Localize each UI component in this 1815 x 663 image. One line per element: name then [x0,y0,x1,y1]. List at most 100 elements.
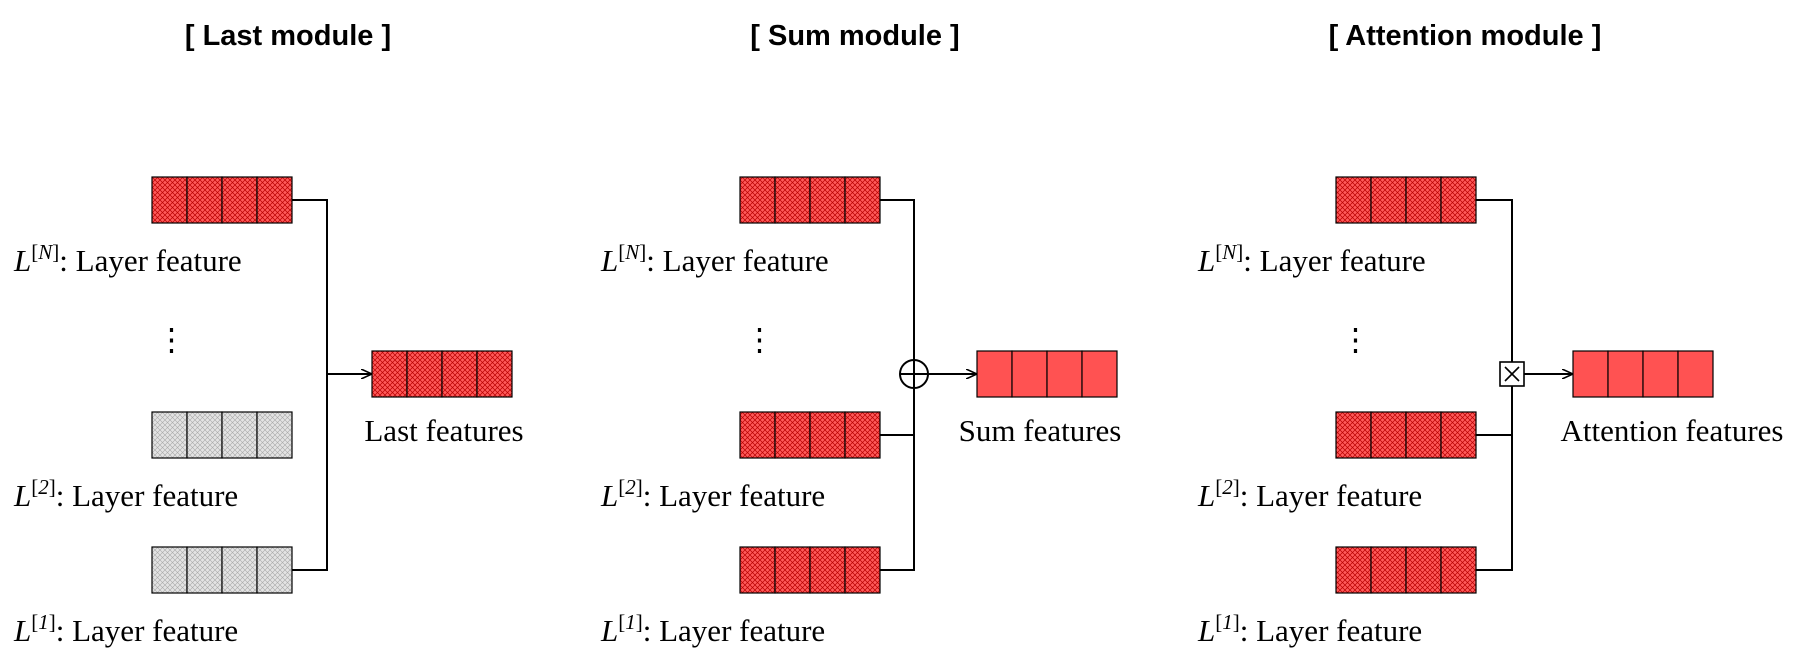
vector-cell [809,411,846,459]
layer-index-value: N [37,240,53,264]
vector-cell [406,350,443,398]
ellipsis: ⋮ [1340,322,1371,357]
layer-feature-vector-N [739,176,881,224]
vector-cell [844,411,881,459]
vector-cell [844,176,881,224]
vector-cell [256,176,293,224]
bracket-open: [ [618,610,625,634]
vector-cell [1370,176,1407,224]
layer-caption: : Layer feature [1240,613,1422,648]
vector-cell [371,350,408,398]
layer-index: [1] [31,610,56,634]
output-label: Sum features [959,413,1122,448]
vector-cell [186,546,223,594]
layer-index: [2] [1215,475,1240,499]
vector-cell [1440,176,1477,224]
vector-cell [1405,411,1442,459]
layer-caption: : Layer feature [56,613,238,648]
bracket-close: ] [636,475,643,499]
vector-cell [1440,411,1477,459]
vector-cell [221,176,258,224]
vector-cell [774,546,811,594]
module-title: [ Last module ] [185,20,391,52]
layer-caption: : Layer feature [643,478,825,513]
output-feature-vector [1572,350,1714,398]
layer-index-value: 1 [38,610,49,634]
layer-index: [N] [1215,240,1243,264]
bracket-close: ] [639,240,646,264]
layer-label-N: L[N]: Layer feature [1197,240,1426,278]
bracket-open: [ [618,475,625,499]
vector-cell [809,546,846,594]
layer-symbol: L [600,613,618,648]
layer-caption: : Layer feature [1240,478,1422,513]
vector-cell [1335,176,1372,224]
layer-feature-vector-1 [739,546,881,594]
attention-operator-icon [1499,361,1525,387]
layer-label-N: L[N]: Layer feature [600,240,829,278]
vector-cell [1677,350,1714,398]
layer-label-1: L[1]: Layer feature [13,610,238,648]
module-title: [ Sum module ] [750,20,959,52]
modules-group: [ Last module ]L[N]: Layer featureL[2]: … [13,20,1783,648]
layer-index: [1] [1215,610,1240,634]
vector-cell [476,350,513,398]
layer-feature-vector-N [1335,176,1477,224]
output-label: Attention features [1561,413,1784,448]
bracket-open: [ [1215,475,1222,499]
vector-cell [774,176,811,224]
vector-cell [1335,546,1372,594]
vector-cell [1370,546,1407,594]
output-feature-vector [371,350,513,398]
vector-cell [1370,411,1407,459]
vector-cell [774,411,811,459]
sum-operator-icon [899,359,929,389]
vector-cell [844,546,881,594]
bracket-open: [ [1215,610,1222,634]
layer-symbol: L [1197,243,1215,278]
vector-cell [256,546,293,594]
vector-cell [186,411,223,459]
vector-cell [1572,350,1609,398]
vector-cell [256,411,293,459]
module-last: [ Last module ]L[N]: Layer featureL[2]: … [13,20,524,648]
output-label: Last features [364,413,523,448]
vector-cell [976,350,1013,398]
bracket-open: [ [31,240,38,264]
vector-cell [739,546,776,594]
vector-cell [221,546,258,594]
layer-index: [N] [618,240,646,264]
layer-feature-vector-2 [151,411,293,459]
layer-symbol: L [600,478,618,513]
layer-index-value: 2 [38,475,49,499]
layer-index-value: 1 [625,610,636,634]
vector-cell [1081,350,1118,398]
layer-symbol: L [13,613,31,648]
layer-label-1: L[1]: Layer feature [600,610,825,648]
vector-cell [1011,350,1048,398]
module-title: [ Attention module ] [1329,20,1602,52]
vector-cell [739,176,776,224]
vector-cell [1405,546,1442,594]
layer-index: [N] [31,240,59,264]
layer-index: [1] [618,610,643,634]
ellipsis: ⋮ [156,322,187,357]
layer-label-2: L[2]: Layer feature [13,475,238,513]
vector-cell [1046,350,1083,398]
layer-index-value: 2 [1222,475,1233,499]
layer-index-value: 2 [625,475,636,499]
bracket-open: [ [618,240,625,264]
layer-feature-vector-2 [1335,411,1477,459]
ellipsis: ⋮ [744,322,775,357]
layer-symbol: L [13,243,31,278]
layer-caption: : Layer feature [646,243,828,278]
vector-cell [221,411,258,459]
layer-symbol: L [1197,613,1215,648]
layer-feature-vector-1 [1335,546,1477,594]
layer-label-2: L[2]: Layer feature [600,475,825,513]
vector-cell [1405,176,1442,224]
bracket-open: [ [1215,240,1222,264]
bracket-close: ] [1236,240,1243,264]
vector-cell [1642,350,1679,398]
